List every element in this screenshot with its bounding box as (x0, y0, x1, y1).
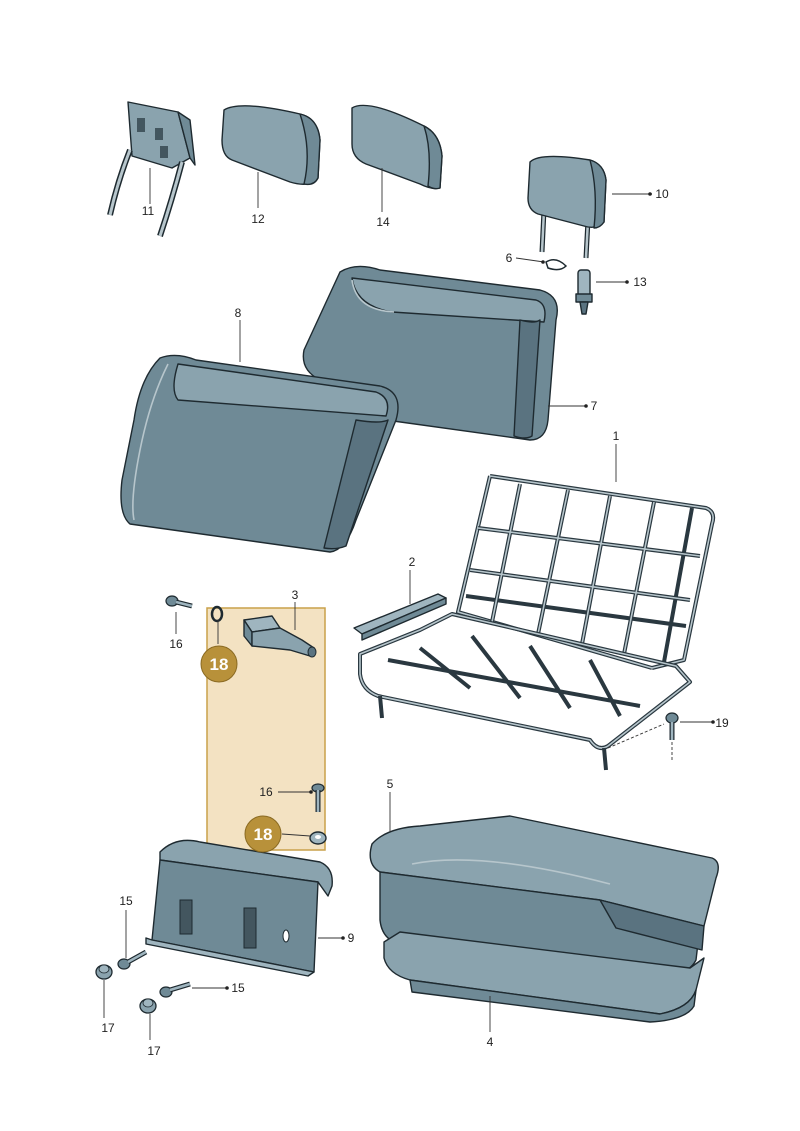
callout-6: 6 (506, 251, 513, 265)
callout-4: 4 (487, 1035, 494, 1049)
leader-dots (225, 192, 715, 990)
part-15-bolt-upper (117, 949, 148, 970)
part-15-bolt-lower (159, 981, 191, 998)
callout-8: 8 (235, 306, 242, 320)
part-1-seat-frame (358, 474, 716, 771)
callout-1: 1 (613, 429, 620, 443)
callout-9: 9 (348, 931, 355, 945)
part-11-headrest-guide (107, 101, 196, 237)
badge-18-upper: 18 (200, 645, 238, 683)
part-10-headrest (527, 155, 607, 259)
svg-text:18: 18 (210, 655, 229, 674)
part-14-headrest-cover (351, 104, 443, 190)
callout-17-upper: 17 (101, 1021, 115, 1035)
part-19-screw (665, 712, 679, 740)
callout-5: 5 (387, 777, 394, 791)
callout-13: 13 (633, 275, 647, 289)
part-3-bracket (243, 615, 317, 658)
leader-lines (103, 168, 714, 1040)
callout-labels: 1 2 3 4 5 6 7 8 9 10 11 12 13 14 15 15 1… (101, 187, 729, 1058)
part-17-cap-lower (139, 998, 157, 1014)
callout-2: 2 (409, 555, 416, 569)
callout-17-lower: 17 (147, 1044, 161, 1058)
part-9-trim-panel (145, 839, 333, 977)
part-17-cap-upper (95, 964, 113, 980)
callout-12: 12 (251, 212, 265, 226)
part-6-clip (545, 259, 568, 271)
part-2-slide-rail (353, 593, 447, 641)
part-8-backrest-cover-front (120, 354, 399, 553)
callout-7: 7 (591, 399, 598, 413)
svg-text:18: 18 (254, 825, 273, 844)
callout-11: 11 (142, 204, 155, 218)
part-16-screw-bottom (311, 783, 325, 812)
badge-18-lower: 18 (244, 815, 282, 853)
callout-16-upper: 16 (169, 637, 183, 651)
callout-3: 3 (292, 588, 299, 602)
part-18-washer-top (210, 605, 224, 623)
callout-16-lower: 16 (259, 785, 273, 799)
callout-14: 14 (376, 215, 390, 229)
callout-19: 19 (715, 716, 729, 730)
part-4-seat-cushion (383, 931, 705, 1023)
callout-15-lower: 15 (231, 981, 245, 995)
callout-10: 10 (655, 187, 669, 201)
callout-15-upper: 15 (119, 894, 133, 908)
part-16-screw-top (165, 595, 193, 609)
part-13-guide-sleeve (575, 269, 593, 315)
part-12-headrest-pad (221, 105, 321, 186)
